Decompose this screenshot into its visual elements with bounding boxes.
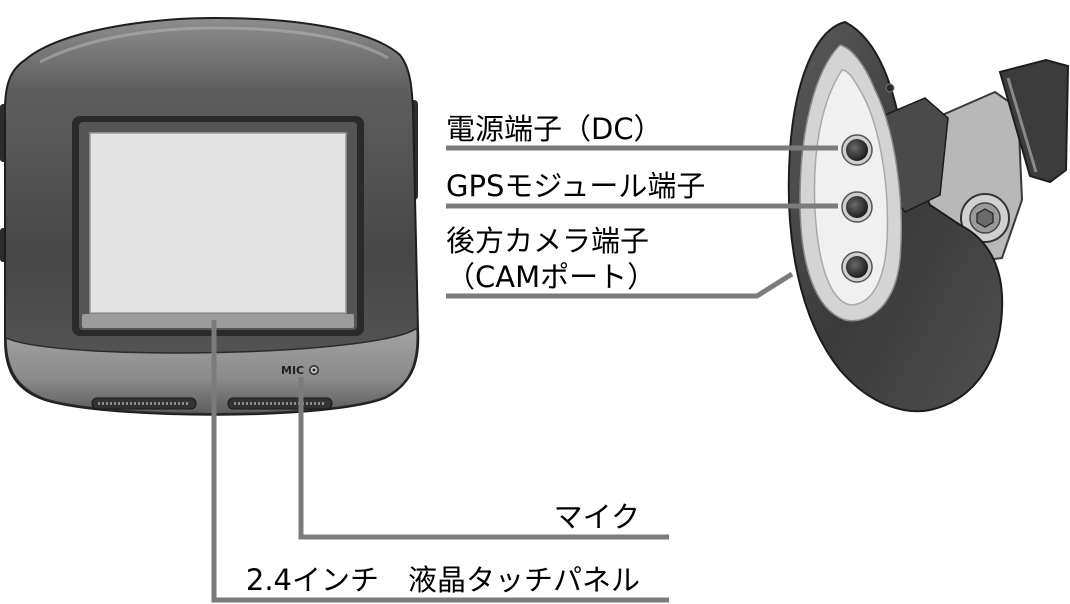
screen-bezel-bottom-edge <box>82 314 354 328</box>
side-indicator-dot <box>885 83 895 93</box>
label-touch-panel: 2.4インチ 液晶タッチパネル <box>246 563 640 597</box>
speaker-grill-right <box>227 397 333 410</box>
touch-screen <box>89 132 347 314</box>
callout-line-mic <box>298 377 669 540</box>
label-rear-camera-port: 後方カメラ端子 <box>446 224 649 258</box>
mic-label: MIC <box>281 364 304 377</box>
speaker-grill-left <box>91 397 197 410</box>
device-side-view <box>787 20 1070 413</box>
gps-port-icon <box>841 191 873 223</box>
callout-lines <box>211 145 838 603</box>
mount-pad <box>998 58 1070 184</box>
label-microphone: マイク <box>554 500 640 534</box>
mic-hole-icon <box>309 365 319 375</box>
label-dc-port: 電源端子（DC） <box>446 112 663 146</box>
body-top-highlight <box>39 26 389 64</box>
callout-line-touch-panel <box>211 320 669 603</box>
label-gps-port: GPSモジュール端子 <box>446 169 705 203</box>
device-front-view: MIC <box>0 16 420 416</box>
mount-pad-highlight <box>1006 77 1038 173</box>
callout-labels: 電源端子（DC） GPSモジュール端子 後方カメラ端子 （CAMポート） マイク… <box>246 112 705 597</box>
label-cam-port: （CAMポート） <box>446 260 656 294</box>
connector-panel-inner <box>813 69 889 306</box>
callout-line-cam <box>446 271 794 299</box>
dc-port-icon <box>841 134 873 166</box>
mount-screw-icon <box>960 193 1010 243</box>
cam-port-icon <box>841 251 873 283</box>
